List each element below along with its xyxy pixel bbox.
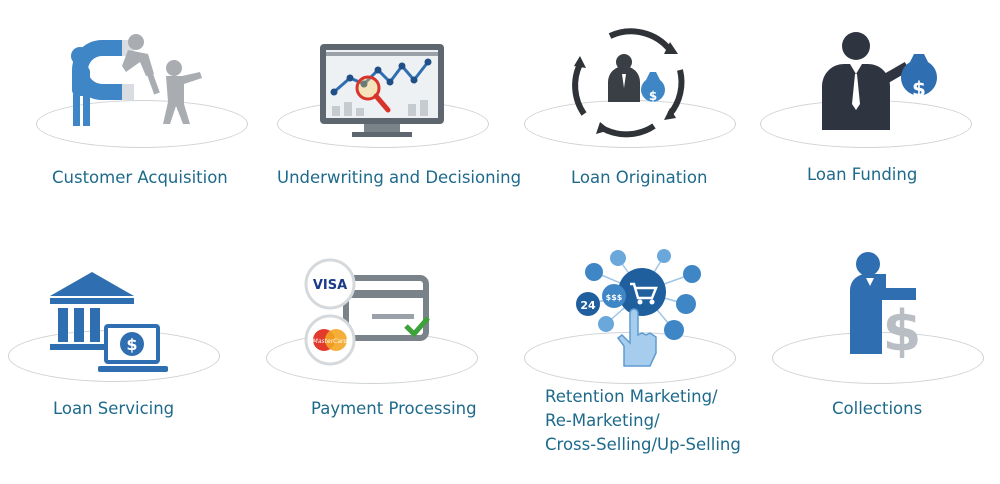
loan-origination-cycle-icon: $ bbox=[572, 28, 685, 138]
collections-dollar-icon: $ bbox=[850, 252, 922, 358]
step-label-line: Re-Marketing/ bbox=[545, 411, 660, 430]
underwriting-monitor-chart-icon bbox=[320, 44, 444, 137]
step-label: Customer Acquisition bbox=[52, 168, 228, 187]
step-underwriting: Underwriting and Decisioning bbox=[250, 0, 540, 200]
platform-ellipse bbox=[36, 100, 248, 148]
step-loan-servicing: $ Loan Servicing bbox=[0, 240, 250, 440]
step-collections: $ Collections bbox=[760, 240, 1000, 440]
bank-laptop-icon: $ bbox=[50, 272, 168, 372]
loan-funding-money-bag-icon: $ bbox=[822, 32, 937, 130]
dollars-text: $$$ bbox=[606, 293, 623, 302]
step-label: Collections bbox=[832, 399, 923, 418]
step-loan-funding: $ Loan Funding bbox=[760, 0, 1000, 200]
svg-text:$: $ bbox=[126, 335, 137, 354]
step-label: Underwriting and Decisioning bbox=[277, 168, 522, 187]
customer-acquisition-icon bbox=[71, 34, 202, 126]
step-label-line: Retention Marketing/ bbox=[545, 387, 718, 406]
step-label: Loan Servicing bbox=[53, 399, 175, 418]
retention-marketing-icon: 24 $$$ bbox=[576, 249, 701, 367]
step-loan-origination: $ Loan Origination bbox=[520, 0, 760, 200]
svg-text:$: $ bbox=[912, 77, 926, 101]
step-customer-acquisition: Customer Acquisition bbox=[0, 0, 250, 200]
step-retention-marketing: 24 $$$ Retention Marketing/ Re-Marketing… bbox=[510, 240, 760, 470]
step-label: Payment Processing bbox=[311, 399, 477, 418]
svg-text:$: $ bbox=[649, 89, 657, 103]
payment-cards-icon: VISA MasterCard bbox=[304, 258, 430, 366]
svg-text:$: $ bbox=[883, 299, 922, 358]
step-label-multiline: Retention Marketing/ Re-Marketing/ Cross… bbox=[545, 385, 741, 457]
step-label: Loan Funding bbox=[807, 165, 918, 184]
visa-card-text: VISA bbox=[313, 278, 347, 293]
step-payment-processing: VISA MasterCard Payment Processing bbox=[250, 240, 510, 440]
step-label: Loan Origination bbox=[571, 168, 708, 187]
step-label-line: Cross-Selling/Up-Selling bbox=[545, 435, 741, 454]
hours-text: 24 bbox=[580, 299, 596, 312]
mastercard-text: MasterCard bbox=[313, 338, 348, 345]
